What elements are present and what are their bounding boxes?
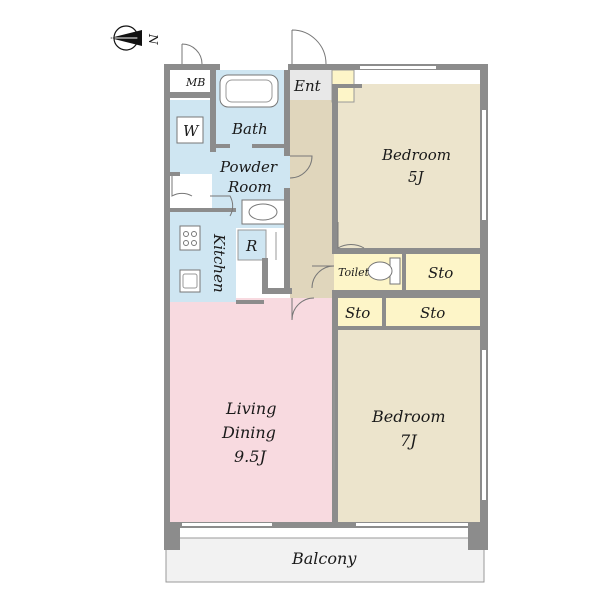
storage-hall-floor [338,298,382,326]
bedroom-south-label-line2: 7J [400,431,418,450]
stove-icon [179,225,201,251]
living-dining-label-line3: 9.5J [234,447,267,466]
storage-upper-label: Sto [428,264,453,282]
mb-label: MB [185,76,205,89]
powder-room-label-line1: Powder [219,158,278,176]
toilet-fixture [367,257,401,285]
living-dining-label-line1: Living [225,399,276,418]
storage-lower-label: Sto [420,304,445,322]
balcony-label: Balcony [291,549,357,568]
balcony-floor [165,537,485,583]
living-dining-label-line2: Dining [221,423,276,442]
washer-icon [176,116,204,144]
storage-lower-floor [386,298,480,326]
north-arrow-icon [110,25,142,51]
refrigerator-label: R [245,237,257,255]
bedroom-south-floor [338,328,482,524]
powder-room-label-line2: Room [227,178,272,196]
north-label: N [146,33,160,45]
storage-hall-label: Sto [345,304,370,322]
kitchen-label: Kitchen [210,233,228,293]
toilet-label: Toilet [338,266,370,279]
refrigerator-space [237,229,267,261]
entrance-label: Ent [293,77,322,95]
washer-label: W [183,122,200,140]
living-dining-floor [170,298,332,524]
bathtub [219,74,279,108]
bedroom-north-label-line1: Bedroom [381,146,451,164]
bath-label: Bath [231,120,268,138]
bedroom-north-floor [338,84,482,249]
entrance-floor [290,70,332,100]
bedroom-south-label-line1: Bedroom [371,407,446,426]
bedroom-north-label-line2: 5J [408,168,425,186]
hallway-floor [290,100,338,298]
storage-upper-floor [406,254,480,290]
sink-vanity [241,199,287,225]
kitchen-sink-icon [179,269,201,293]
